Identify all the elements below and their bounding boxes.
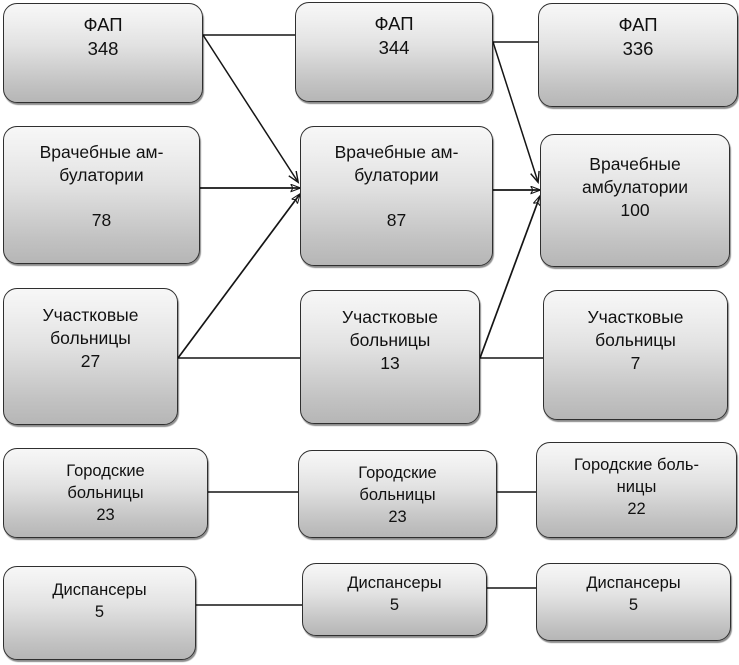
node-uchastkovye-7[interactable]: Участковые больницы 7 — [543, 290, 728, 420]
node-label: Врачебные ам- булатории — [39, 142, 164, 186]
node-value: 13 — [380, 353, 400, 374]
node-label: Врачебные ам- булатории — [334, 142, 459, 186]
node-label: ФАП — [83, 14, 123, 35]
node-value: 5 — [628, 595, 639, 614]
node-label: Городские больницы — [358, 464, 437, 504]
node-label: Участковые больницы — [587, 307, 684, 351]
node-label: ФАП — [374, 13, 414, 34]
node-label: Диспансеры — [52, 581, 147, 599]
node-dispansery-5-b[interactable]: Диспансеры 5 — [302, 563, 487, 636]
node-ambulatorii-87[interactable]: Врачебные ам- булатории 87 — [300, 126, 493, 266]
node-value: 7 — [630, 353, 641, 374]
node-value: 348 — [87, 38, 119, 60]
node-label: Городские больницы — [66, 462, 145, 502]
node-value: 336 — [622, 38, 654, 60]
node-ambulatorii-100[interactable]: Врачебные амбулатории 100 — [540, 134, 730, 267]
connector-fap-348-to-ambulatorii-87 — [202, 34, 298, 182]
node-dispansery-5-a[interactable]: Диспансеры 5 — [3, 566, 196, 660]
node-label: Врачебные амбулатории — [582, 154, 688, 198]
node-fap-348[interactable]: ФАП 348 — [3, 3, 203, 103]
connector-fap-344-to-ambulatorii-100 — [492, 41, 538, 182]
node-label: ФАП — [618, 14, 658, 35]
node-label: Участковые больницы — [342, 307, 438, 351]
node-value: 344 — [378, 37, 410, 59]
node-gorodskie-22[interactable]: Городские боль- ницы 22 — [536, 442, 737, 538]
node-fap-336[interactable]: ФАП 336 — [538, 3, 738, 107]
node-gorodskie-23-b[interactable]: Городские больницы 23 — [298, 450, 497, 538]
node-value: 23 — [96, 505, 115, 524]
node-value: 78 — [91, 210, 112, 231]
node-value: 23 — [388, 507, 407, 526]
node-value: 27 — [80, 351, 101, 372]
node-label: Участковые больницы — [42, 305, 139, 349]
node-fap-344[interactable]: ФАП 344 — [295, 2, 493, 102]
node-ambulatorii-78[interactable]: Врачебные ам- булатории 78 — [3, 126, 200, 264]
node-value: 5 — [389, 595, 400, 614]
node-uchastkovye-27[interactable]: Участковые больницы 27 — [3, 288, 178, 425]
node-value: 5 — [94, 602, 105, 621]
node-label: Городские боль- ницы — [573, 456, 700, 496]
node-value: 87 — [386, 210, 407, 231]
node-uchastkovye-13[interactable]: Участковые больницы 13 — [300, 290, 480, 424]
node-label: Диспансеры — [347, 574, 442, 592]
node-value: 22 — [627, 499, 646, 518]
node-gorodskie-23-a[interactable]: Городские больницы 23 — [3, 448, 208, 538]
node-dispansery-5-c[interactable]: Диспансеры 5 — [536, 563, 731, 641]
node-label: Диспансеры — [586, 574, 681, 592]
node-value: 100 — [620, 200, 650, 221]
